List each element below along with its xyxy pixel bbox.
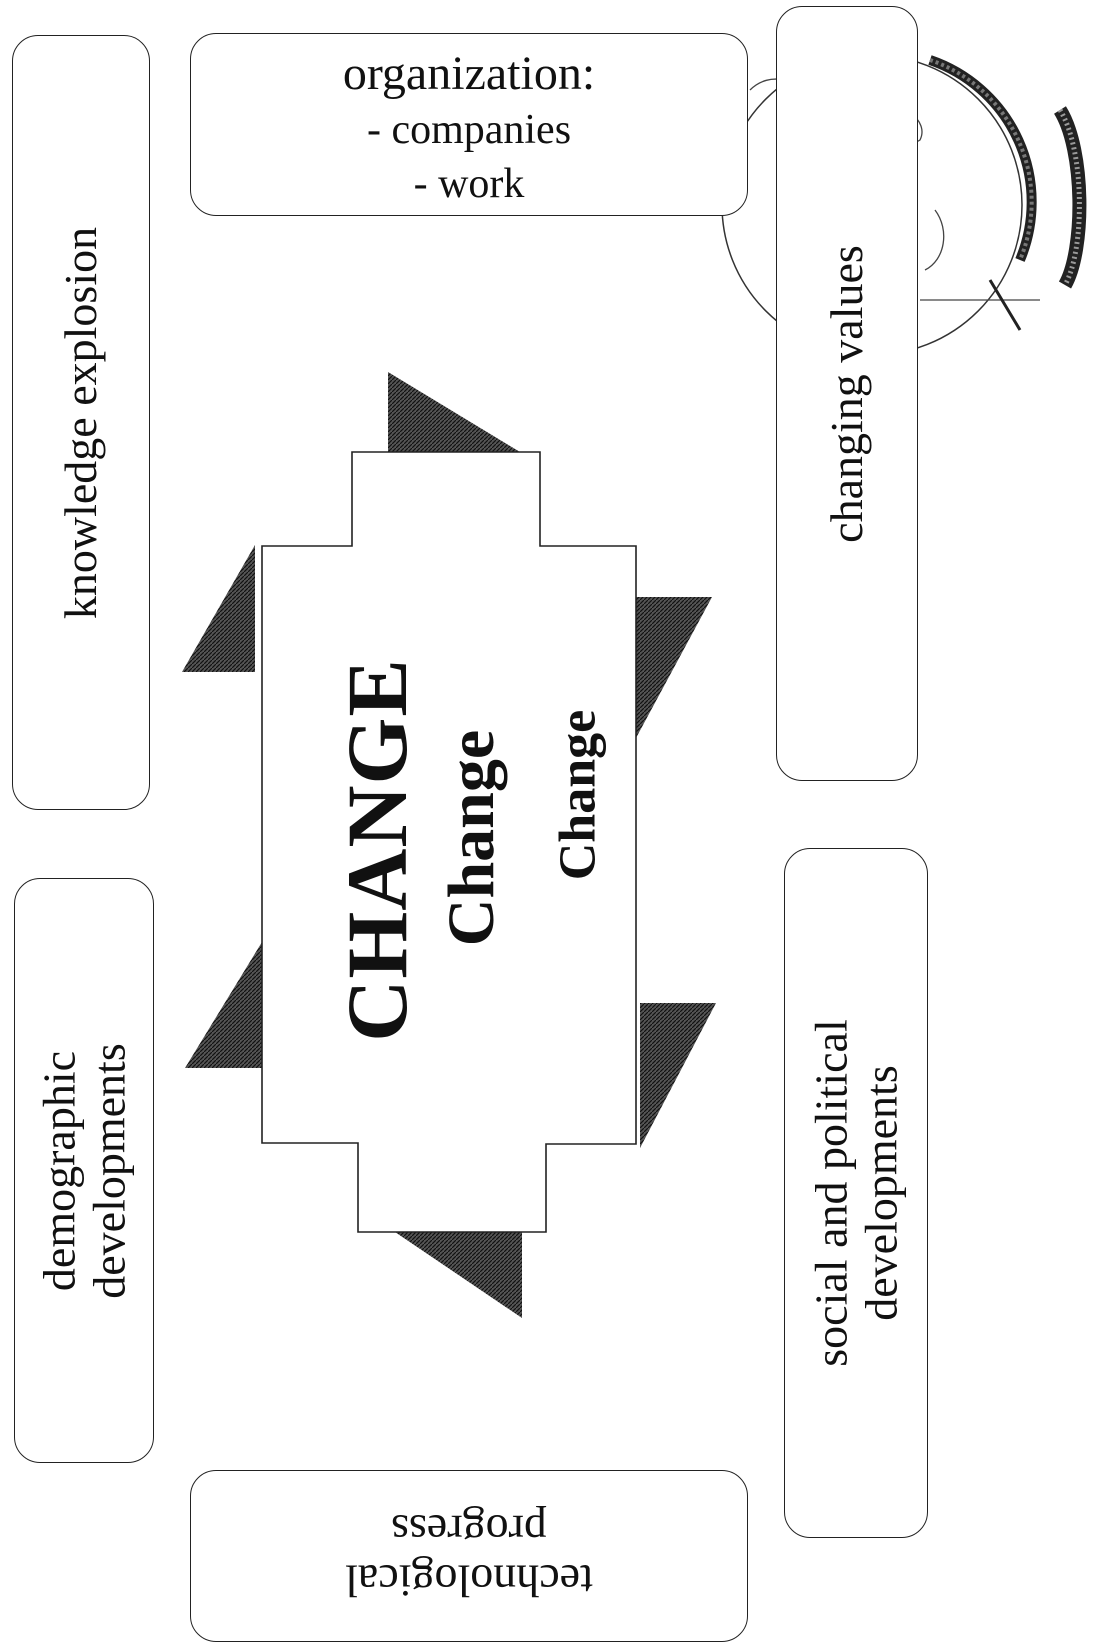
organization-title: organization:	[342, 47, 596, 100]
shadow-triangle-top	[388, 372, 520, 452]
change-label-large: CHANGE	[329, 658, 425, 1042]
changing-values-label: changing values	[821, 244, 873, 543]
box-changing-values: changing values	[776, 6, 918, 781]
technological-label-line2: progress	[391, 1506, 547, 1557]
social-label-line1: social and political	[805, 1019, 857, 1367]
knowledge-explosion-label: knowledge explosion	[55, 226, 107, 619]
box-organization: organization: - companies - work	[190, 33, 748, 216]
shadow-triangle-right-lower	[640, 1003, 716, 1148]
organization-item-work: - work	[413, 161, 525, 208]
change-label-medium: Change	[435, 729, 508, 947]
shadow-triangle-left-lower	[185, 942, 262, 1068]
demographic-label-line1: demographic	[33, 1050, 85, 1291]
box-knowledge-explosion: knowledge explosion	[12, 35, 150, 810]
demographic-label-line2: developments	[83, 1042, 134, 1299]
organization-item-companies: - companies	[366, 106, 572, 153]
box-demographic-developments: demographic developments	[14, 878, 154, 1463]
box-technological-progress: technological progress	[190, 1470, 748, 1642]
shadow-triangle-bottom	[395, 1232, 522, 1318]
center-shape	[261, 451, 637, 1233]
shadow-triangle-right-upper	[636, 597, 712, 738]
social-label-line2: developments	[855, 1065, 906, 1321]
box-social-political-developments: social and political developments	[784, 848, 928, 1538]
change-label-small: Change	[549, 709, 607, 881]
shadow-triangle-left-upper	[182, 545, 255, 672]
technological-label-line1: technological	[345, 1555, 593, 1607]
